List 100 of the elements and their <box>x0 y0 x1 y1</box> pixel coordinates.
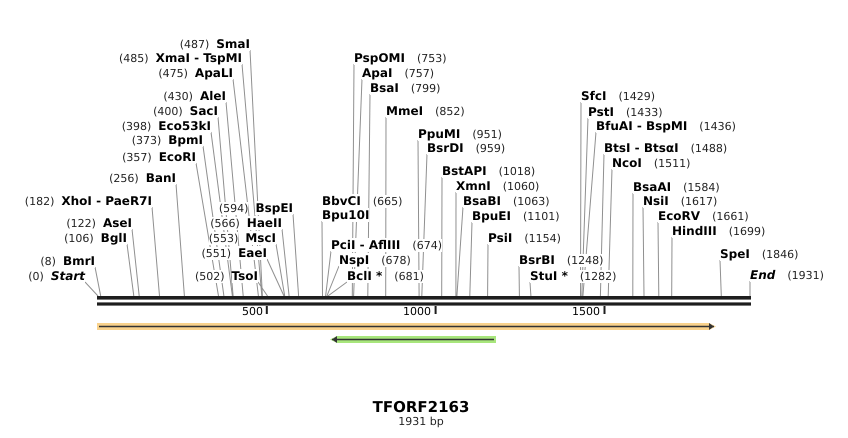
enzyme-name: BsrDI <box>427 141 464 155</box>
enzyme-name: StuI * <box>530 269 568 283</box>
scale-label: 500 <box>242 305 263 319</box>
leader-line <box>276 244 286 296</box>
enzyme-name: MscI <box>245 231 276 245</box>
leader-line <box>456 206 464 296</box>
cut-position: (551) <box>202 247 232 260</box>
cut-position: (1063) <box>513 195 550 208</box>
cut-position: (106) <box>64 232 94 245</box>
leader-line <box>176 184 185 296</box>
enzyme-name: Bpu10I <box>322 208 370 222</box>
cut-position: (1511) <box>654 157 690 170</box>
cut-position: (122) <box>66 217 96 230</box>
enzyme-name: AseI <box>102 216 132 230</box>
cut-position: (0) <box>28 270 44 283</box>
cut-position: (256) <box>109 172 139 185</box>
enzyme-name: PstI <box>588 105 614 119</box>
cut-position: (1931) <box>787 269 824 282</box>
cut-position: (373) <box>132 134 162 147</box>
cut-position: (674) <box>412 239 442 252</box>
cut-position: (1018) <box>498 165 536 178</box>
leader-line <box>292 214 300 296</box>
leader-line <box>720 260 722 296</box>
cut-position: (1488) <box>690 142 728 155</box>
enzyme-name: PspOMI <box>354 51 405 65</box>
enzyme-name: NcoI <box>612 156 642 170</box>
enzyme-name: EcoRI <box>158 150 196 164</box>
enzyme-name: SpeI <box>720 247 750 261</box>
sequence-end-label: End <box>750 268 776 282</box>
leader-line <box>327 282 348 296</box>
cut-position: (1060) <box>502 180 540 193</box>
enzyme-name: BstAPI <box>442 164 487 178</box>
cut-position: (799) <box>410 82 440 95</box>
sequence-start-label: Start <box>50 269 85 283</box>
leader-line <box>322 220 323 296</box>
enzyme-name: XmnI <box>456 179 491 193</box>
enzyme-name: HaeII <box>246 216 282 230</box>
leader-line <box>326 266 340 296</box>
dna-backbone <box>97 296 751 306</box>
cut-position: (681) <box>394 270 424 283</box>
enzyme-name: BanI <box>146 171 176 185</box>
leader-line <box>266 258 284 296</box>
enzyme-name: PsiI <box>488 231 512 245</box>
cut-position: (1433) <box>626 106 663 119</box>
enzyme-name: HindIII <box>672 224 717 238</box>
leader-line <box>282 228 290 296</box>
cut-position: (1846) <box>762 248 798 261</box>
cut-position: (1154) <box>524 232 561 245</box>
cut-position: (665) <box>372 195 402 208</box>
leader-line <box>580 102 582 296</box>
cut-position: (1436) <box>699 120 736 133</box>
enzyme-name: BglI <box>100 231 127 245</box>
orf-feature <box>97 322 716 330</box>
enzyme-name: XhoI - PaeR7I <box>61 194 152 208</box>
cut-position: (400) <box>153 105 183 118</box>
enzyme-name: EcoRV <box>658 209 700 223</box>
cut-position: (594) <box>218 202 248 215</box>
enzyme-name: NsiI <box>643 194 669 208</box>
leader-line <box>530 282 532 296</box>
enzyme-name: SfcI <box>581 89 606 103</box>
enzyme-name: EaeI <box>238 246 267 260</box>
leader-line <box>632 192 634 296</box>
enzyme-name: PciI - AflIII <box>331 238 400 252</box>
leader-line <box>258 282 268 296</box>
leader-line <box>84 282 98 296</box>
leader-line <box>325 250 332 296</box>
leader-line <box>642 206 644 296</box>
enzyme-name: BpuEI <box>472 209 511 223</box>
enzyme-name: BpmI <box>168 133 203 147</box>
leader-line <box>671 236 672 296</box>
enzyme-name: MmeI <box>386 104 424 118</box>
cut-position: (502) <box>194 270 225 283</box>
enzyme-name: SacI <box>190 104 218 118</box>
cut-position: (1282) <box>580 270 616 283</box>
sequence-length: 1931 bp <box>398 415 444 429</box>
enzyme-name: BsaI <box>370 81 399 95</box>
scale-label: 1500 <box>572 305 600 319</box>
cut-position: (485) <box>119 52 149 65</box>
cut-position: (1101) <box>522 210 560 223</box>
cut-position: (678) <box>381 254 411 267</box>
enzyme-name: BsaAI <box>633 180 672 194</box>
cut-position: (430) <box>163 90 193 103</box>
enzyme-name: BsaBI <box>463 194 501 208</box>
enzyme-name: TsoI <box>232 269 258 283</box>
leader-line <box>469 222 472 296</box>
leader-line <box>455 192 456 296</box>
enzyme-name: AleI <box>200 89 226 103</box>
enzyme-name: XmaI - TspMI <box>156 51 242 65</box>
leader-line <box>94 266 102 296</box>
enzyme-name: BfuAI - BspMI <box>596 119 688 133</box>
cut-position: (1617) <box>680 195 718 208</box>
cut-position: (566) <box>210 217 240 230</box>
cut-position: (1661) <box>712 210 749 223</box>
cut-position: (852) <box>435 105 465 118</box>
cut-position: (1584) <box>683 181 720 194</box>
enzyme-name: SmaI <box>216 37 250 51</box>
leader-line <box>132 228 140 296</box>
cut-position: (475) <box>158 67 188 80</box>
enzyme-name: NspI <box>339 253 370 267</box>
cut-position: (357) <box>122 151 152 164</box>
